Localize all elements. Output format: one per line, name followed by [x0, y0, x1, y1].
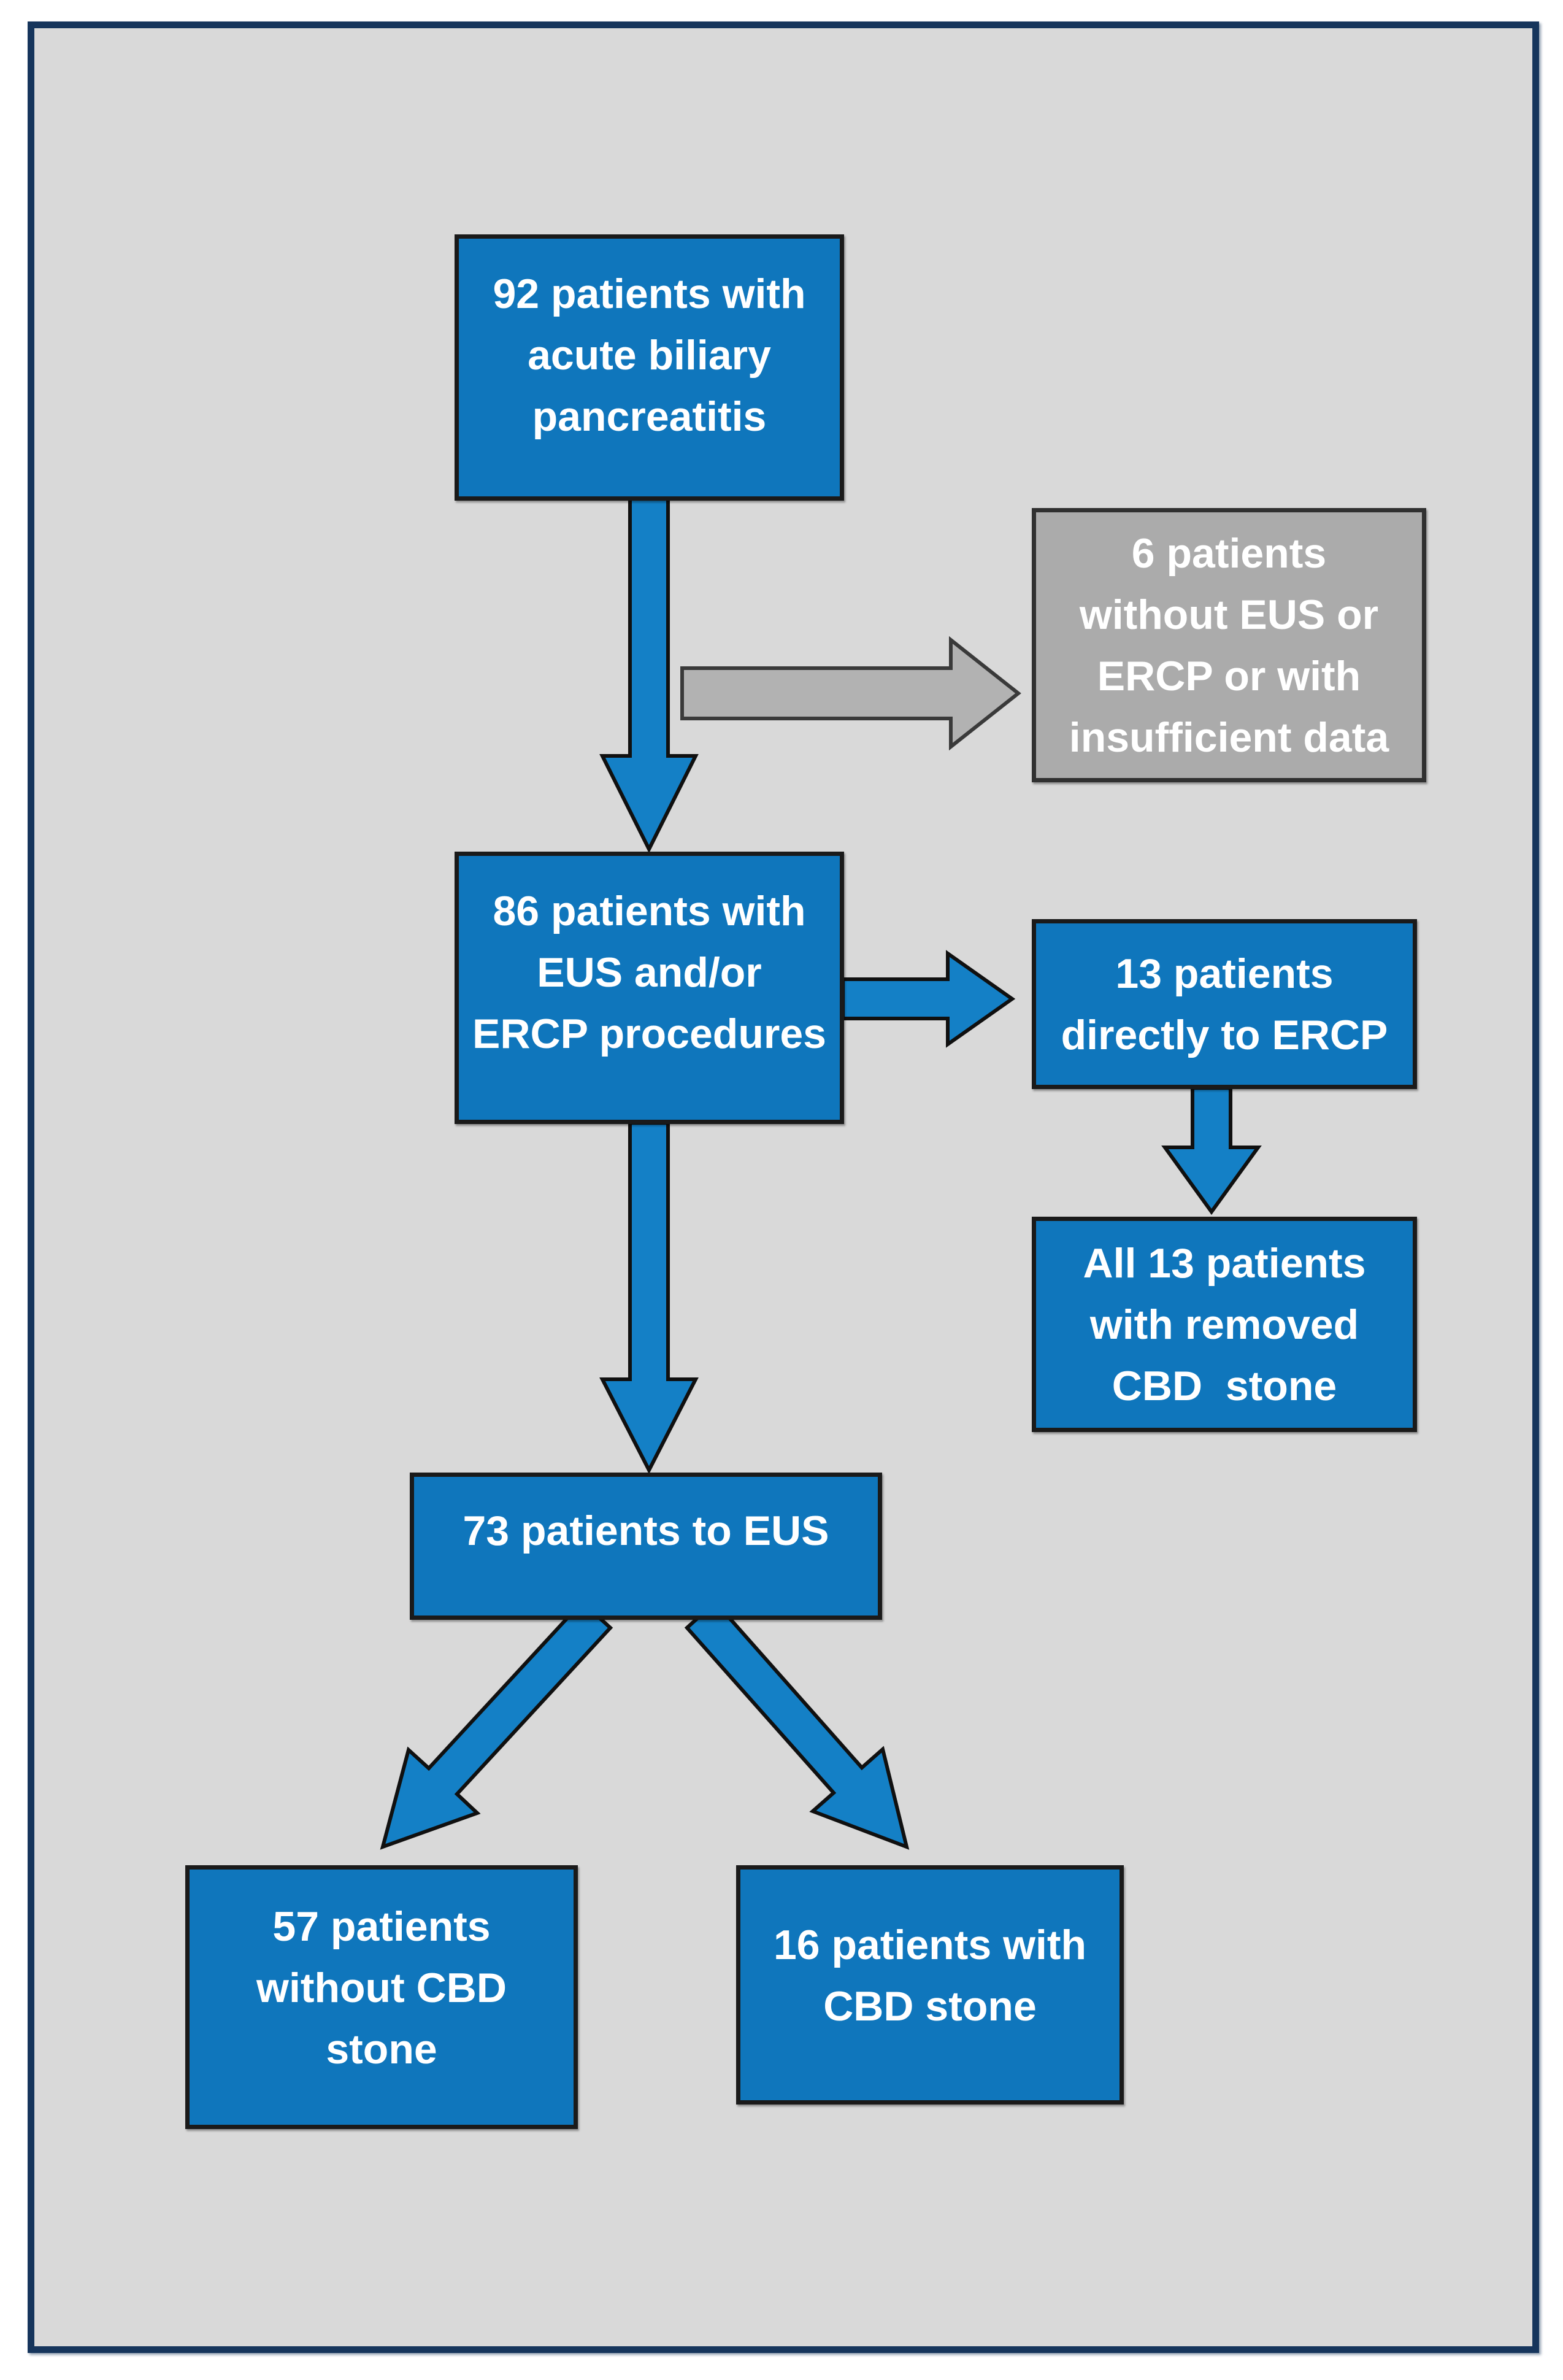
node-line: stone — [326, 2026, 437, 2073]
node-line: 86 patients with — [493, 888, 806, 934]
node-line: with removed — [1089, 1301, 1359, 1348]
node-line: ERCP procedures — [472, 1011, 826, 1057]
node-line: CBD stone — [823, 1983, 1037, 2030]
node-73-eus: 73 patients to EUS — [410, 1473, 882, 1620]
node-line: acute biliary — [528, 332, 771, 379]
node-line: 73 patients to EUS — [463, 1508, 829, 1554]
node-line: without CBD — [256, 1965, 507, 2011]
node-line: ERCP or with — [1097, 652, 1361, 699]
node-line: 6 patients — [1131, 530, 1327, 577]
node-13-removed-stone: All 13 patients with removed CBD stone — [1032, 1217, 1417, 1432]
node-line: insufficient data — [1069, 714, 1389, 761]
node-86-eus-ercp: 86 patients with EUS and/or ERCP procedu… — [455, 852, 844, 1124]
node-92-patients: 92 patients with acute biliary pancreati… — [455, 234, 844, 501]
node-line: directly to ERCP — [1061, 1011, 1388, 1058]
node-line: 16 patients with — [773, 1922, 1087, 1968]
node-line: 92 patients with — [493, 271, 806, 317]
node-line: 13 patients — [1115, 950, 1334, 997]
node-line: All 13 patients — [1083, 1239, 1366, 1287]
node-16-cbd-stone: 16 patients with CBD stone — [736, 1865, 1124, 2105]
node-57-no-cbd-stone: 57 patients without CBD stone — [185, 1865, 578, 2129]
node-line: CBD stone — [1112, 1362, 1337, 1409]
node-line: without EUS or — [1079, 591, 1379, 638]
node-line: 57 patients — [272, 1903, 491, 1950]
node-13-direct-ercp: 13 patients directly to ERCP — [1032, 919, 1417, 1089]
node-6-excluded: 6 patients without EUS or ERCP or with i… — [1032, 508, 1426, 782]
node-line: EUS and/or — [537, 949, 762, 996]
node-line: pancreatitis — [532, 393, 767, 440]
